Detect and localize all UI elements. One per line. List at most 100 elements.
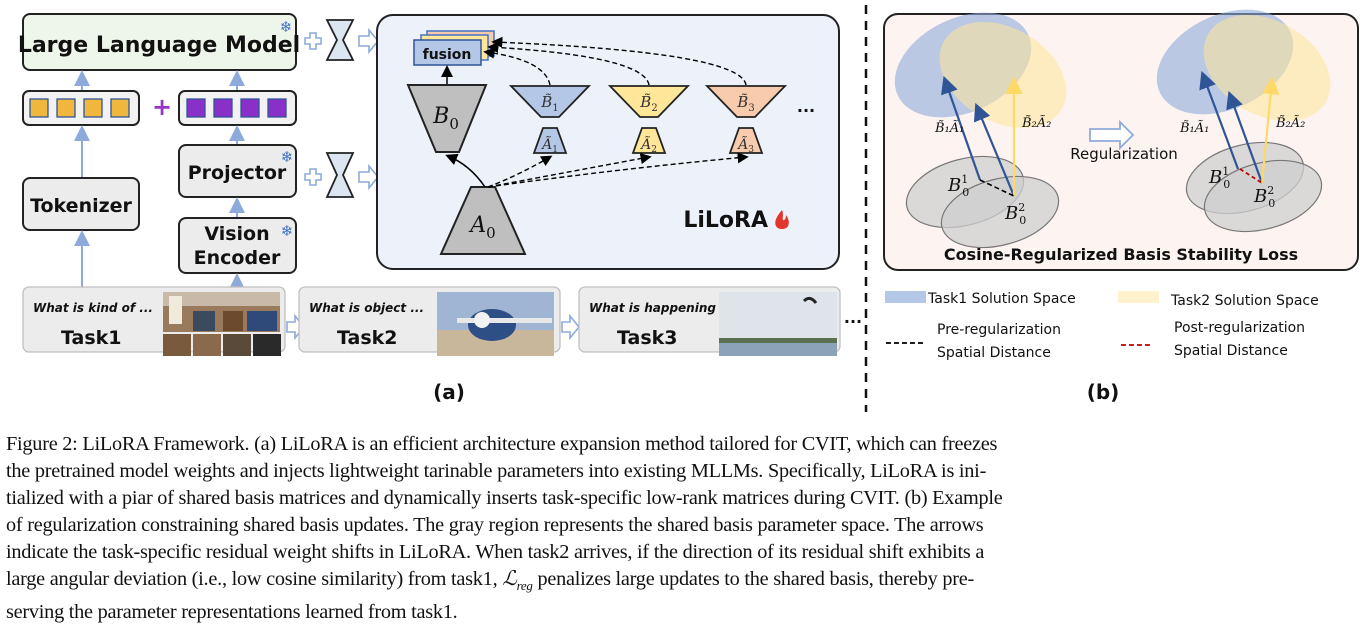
figure-caption: Figure 2: LiLoRA Framework. (a) LiLoRA i… xyxy=(6,431,1358,626)
caption-line: of regularization constraining shared ba… xyxy=(6,513,984,536)
visual-token xyxy=(213,98,233,118)
vision-encoder-label-1: Vision xyxy=(204,223,269,245)
task-image xyxy=(163,292,281,356)
pre-regularization-scene xyxy=(894,12,1067,249)
frozen-icon: ❄ xyxy=(281,222,294,240)
text-token xyxy=(83,98,103,118)
task-question: What is kind of ... xyxy=(33,301,153,315)
plus-icon: + xyxy=(152,93,172,121)
vector-label-task1: B̃₁Ã₁ xyxy=(934,120,964,136)
task-name: Task1 xyxy=(61,327,122,349)
vector-label-task2: B̃₂Ã₂ xyxy=(1275,115,1305,131)
task-image xyxy=(437,292,554,356)
caption-line: large angular deviation (i.e., low cosin… xyxy=(6,566,1358,600)
legend-swatch-task1 xyxy=(885,291,926,303)
task-card-2: What is object ... Task2 xyxy=(298,286,561,356)
adapter-b-trapezoid xyxy=(704,85,788,118)
a0-trapezoid xyxy=(439,186,527,255)
projector-label: Projector xyxy=(188,162,287,184)
legend-label-task2: Task2 Solution Space xyxy=(1170,293,1319,309)
post-regularization-scene xyxy=(1156,9,1331,233)
vector-label-task1: B̃₁Ã₁ xyxy=(1179,120,1209,136)
hourglass-icon xyxy=(325,152,355,198)
lora-adapter-connector-llm xyxy=(304,19,380,61)
task-adapter-3: B̃3Ã3 xyxy=(487,36,788,188)
legend-label-post-2: Spatial Distance xyxy=(1174,343,1288,359)
task-adapter-2: B̃2Ã2 xyxy=(487,41,691,188)
plus-icon xyxy=(304,168,322,186)
adapter-a-trapezoid xyxy=(728,127,764,154)
task-card-1: What is kind of ... Task1 xyxy=(22,286,286,356)
b0-label: B0 xyxy=(432,104,459,133)
frozen-icon: ❄ xyxy=(281,148,294,166)
visual-token xyxy=(267,98,287,118)
adapter-b-trapezoid xyxy=(508,85,592,118)
caption-line: indicate the task-specific residual weig… xyxy=(6,540,985,563)
plus-icon xyxy=(304,32,322,50)
adapters-ellipsis: ... xyxy=(797,97,815,116)
fire-icon xyxy=(775,210,789,229)
text-token-bar xyxy=(22,90,140,126)
caption-line: the pretrained model weights and injects… xyxy=(6,459,987,482)
task-question: What is object ... xyxy=(309,301,424,315)
text-token xyxy=(56,98,76,118)
caption-line: tialized with a piar of shared basis mat… xyxy=(6,486,1003,509)
frozen-icon: ❄ xyxy=(280,18,293,36)
legend-label-pre-2: Spatial Distance xyxy=(937,345,1051,361)
adapter-a-trapezoid xyxy=(532,127,568,154)
text-token xyxy=(110,98,130,118)
visual-token-bar xyxy=(178,90,297,126)
tasks-ellipsis: ... xyxy=(844,308,862,327)
caption-text: large angular deviation (i.e., low cosin… xyxy=(6,567,503,590)
caption-line: Figure 2: LiLoRA Framework. (a) LiLoRA i… xyxy=(6,433,998,455)
lilora-title: LiLoRA xyxy=(683,208,768,233)
text-token xyxy=(29,98,49,118)
regularization-label: Regularization xyxy=(1070,145,1178,163)
lora-adapter-connector-projector xyxy=(304,152,380,198)
panel-b-label: (b) xyxy=(1087,380,1120,404)
panel-a-label: (a) xyxy=(433,380,465,404)
llm-box: Large Language Model ❄ xyxy=(18,13,300,71)
task-card-3: What is happening ... Task3 xyxy=(578,286,841,356)
tokenizer-box: Tokenizer xyxy=(22,177,140,231)
task-image xyxy=(719,292,837,356)
hourglass-icon xyxy=(325,19,355,61)
tokenizer-label: Tokenizer xyxy=(30,195,132,217)
legend-label-pre-1: Pre-regularization xyxy=(937,322,1061,338)
task-adapter-1: B̃1Ã1 xyxy=(483,47,592,188)
arrow-right-icon xyxy=(358,163,380,191)
panel-b-title: Cosine-Regularized Basis Stability Loss xyxy=(944,245,1298,264)
caption-text: penalizes large updates to the shared ba… xyxy=(532,567,975,590)
fusion-label: fusion xyxy=(423,47,472,63)
task-name: Task2 xyxy=(337,327,398,349)
task-question: What is happening ... xyxy=(589,301,734,315)
vector-label-task2: B̃₂Ã₂ xyxy=(1021,115,1051,131)
b0-trapezoid xyxy=(406,84,488,153)
legend-swatch-task2 xyxy=(1118,291,1159,303)
figure-2: Large Language Model ❄ + Projector ❄ Tok… xyxy=(18,5,1359,412)
vision-encoder-label-2: Encoder xyxy=(194,247,281,269)
visual-token xyxy=(186,98,206,118)
adapter-b-trapezoid xyxy=(607,85,691,118)
llm-label: Large Language Model xyxy=(18,33,300,58)
vision-encoder-box: Vision Encoder ❄ xyxy=(178,217,297,274)
legend-label-task1: Task1 Solution Space xyxy=(927,291,1076,307)
adapter-a-trapezoid xyxy=(631,127,667,154)
a0-label: A0 xyxy=(468,213,495,242)
regularization-arrow-icon xyxy=(1089,119,1135,151)
projector-box: Projector ❄ xyxy=(178,144,297,198)
caption-line: serving the parameter representations le… xyxy=(6,601,458,624)
arrow-right-icon xyxy=(358,27,380,55)
loss-symbol: ℒreg xyxy=(502,567,533,593)
visual-token xyxy=(240,98,260,118)
panel-b-legend: Task1 Solution Space Task2 Solution Spac… xyxy=(885,291,1319,361)
task-name: Task3 xyxy=(617,327,678,349)
legend-label-post-1: Post-regularization xyxy=(1174,320,1305,336)
arrow-right-icon xyxy=(561,313,581,341)
